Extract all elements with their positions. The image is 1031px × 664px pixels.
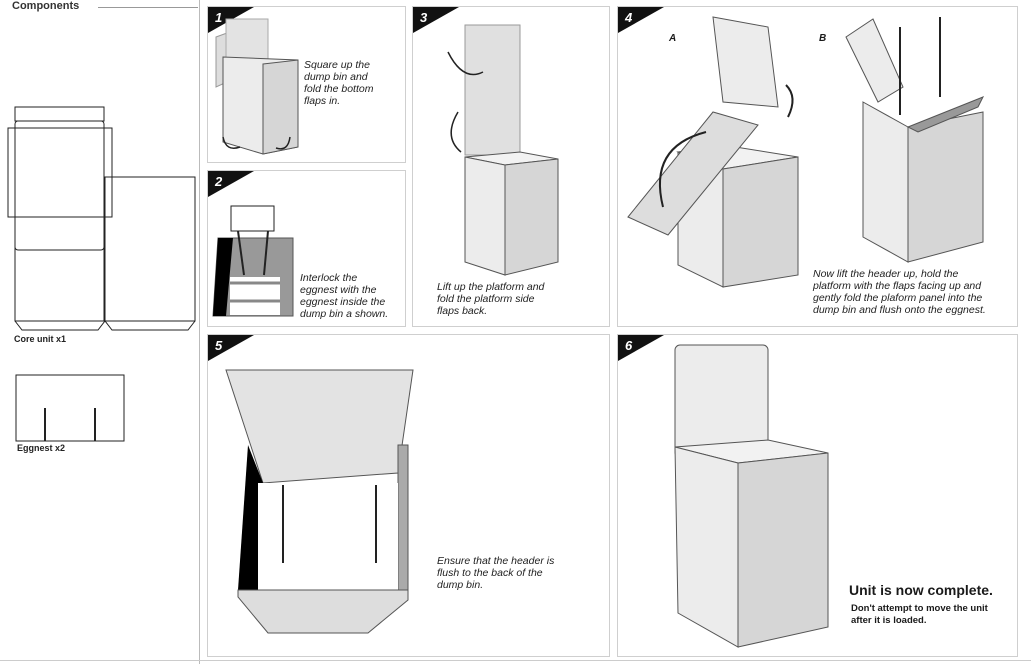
eggnest-diagram bbox=[15, 374, 125, 442]
fold-arrow-icon bbox=[275, 136, 291, 150]
step-badge bbox=[208, 171, 254, 197]
step-badge bbox=[618, 335, 664, 361]
step-badge bbox=[413, 7, 459, 33]
step-number: 3 bbox=[420, 10, 428, 25]
components-divider bbox=[98, 7, 198, 8]
components-title: Components bbox=[12, 0, 80, 12]
core-unit-label: Core unit x1 bbox=[14, 334, 67, 344]
step-4-illustration bbox=[627, 16, 985, 288]
components-vertical-divider bbox=[199, 0, 200, 664]
bottom-divider bbox=[0, 660, 1031, 661]
fold-arrow-icon bbox=[658, 131, 707, 208]
sub-step-b-label: B bbox=[819, 33, 827, 44]
step-number: 6 bbox=[625, 338, 633, 353]
step-badge bbox=[208, 335, 254, 361]
completion-title: Unit is now complete. bbox=[849, 582, 993, 598]
lift-arrow-icon bbox=[785, 84, 794, 118]
step-1-illustration bbox=[215, 18, 299, 155]
step-5-illustration bbox=[225, 369, 414, 634]
lift-arrow-icon bbox=[450, 111, 462, 153]
eggnest-label: Eggnest x2 bbox=[17, 443, 66, 453]
sub-step-a-label: A bbox=[669, 33, 677, 44]
arrow-icon bbox=[263, 230, 269, 276]
step-number: 2 bbox=[215, 174, 223, 189]
core-unit-diagram bbox=[7, 106, 196, 442]
step-badge bbox=[618, 7, 664, 33]
step-number: 4 bbox=[625, 10, 633, 25]
step-number: 1 bbox=[215, 10, 223, 25]
step-3-illustration bbox=[447, 24, 559, 276]
lift-arrow-icon bbox=[447, 51, 484, 76]
step-6-panel: 6 Unit is now complete. Don't attempt to… bbox=[617, 334, 1018, 657]
step-number: 5 bbox=[215, 338, 223, 353]
step-6-illustration bbox=[674, 344, 829, 648]
fold-arrow-icon bbox=[222, 136, 241, 149]
step-2-illustration bbox=[212, 205, 294, 317]
arrow-icon bbox=[237, 230, 245, 276]
